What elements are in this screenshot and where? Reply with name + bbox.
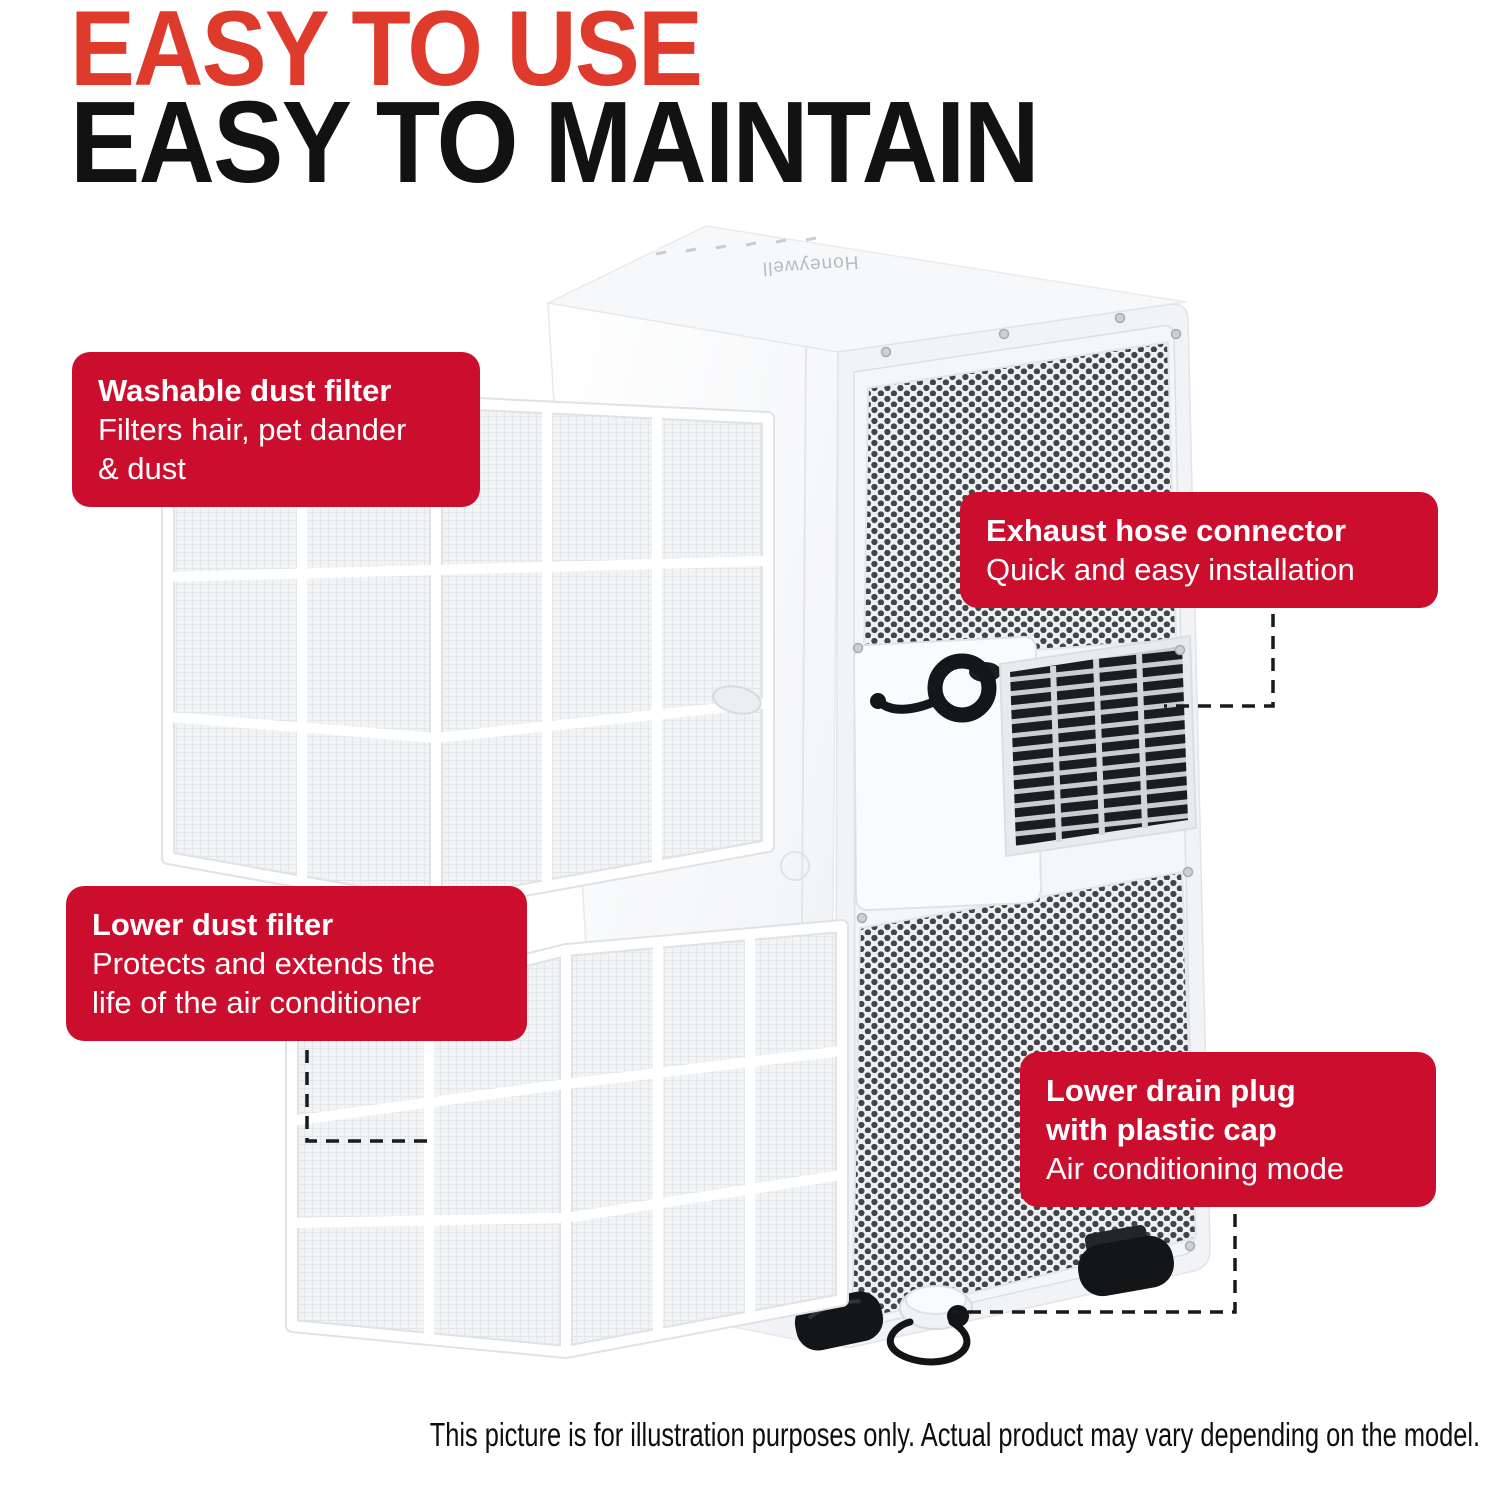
callout-lower-drain-plug: Lower drain plug with plastic cap Air co… — [1020, 1052, 1436, 1207]
callout-body: Air conditioning mode — [1046, 1151, 1345, 1186]
right-caster — [1078, 1225, 1174, 1297]
filter-handle-notch — [712, 685, 762, 715]
control-panel-marks — [655, 236, 817, 256]
leader-lower-dust-filter — [305, 1050, 428, 1143]
lower-drain-plug — [886, 1285, 973, 1366]
callout-lower-dust-filter: Lower dust filter Protects and extends t… — [66, 886, 527, 1041]
lower-dust-filter — [285, 919, 849, 1359]
callout-body: Protects and extends the life of the air… — [92, 946, 435, 1020]
leader-exhaust-hose-connector — [1164, 614, 1275, 708]
callout-title: Lower dust filter — [92, 907, 334, 942]
callout-exhaust-hose-connector: Exhaust hose connector Quick and easy in… — [960, 492, 1438, 608]
leader-lower-drain-plug — [952, 1214, 1237, 1314]
callout-title: Exhaust hose connector — [986, 513, 1347, 548]
title-line-2: EASY TO MAINTAIN — [70, 77, 1040, 207]
page-title: EASY TO USE EASY TO MAINTAIN — [70, 0, 1134, 207]
callout-washable-dust-filter: Washable dust filter Filters hair, pet d… — [72, 352, 480, 507]
side-plug-cover — [780, 851, 810, 881]
callout-title: Lower drain plug with plastic cap — [1046, 1073, 1296, 1147]
drain-plug-cord — [886, 1318, 971, 1366]
power-cord — [870, 653, 1001, 723]
callout-body: Filters hair, pet dander & dust — [98, 412, 407, 486]
disclaimer: This picture is for illustration purpose… — [429, 1416, 1480, 1453]
leader-lines — [305, 614, 1275, 1314]
callout-title: Washable dust filter — [98, 373, 392, 408]
callout-body: Quick and easy installation — [986, 552, 1355, 587]
exhaust-hose-connector-vent — [998, 634, 1198, 858]
title-line-1: EASY TO USE — [70, 0, 703, 108]
